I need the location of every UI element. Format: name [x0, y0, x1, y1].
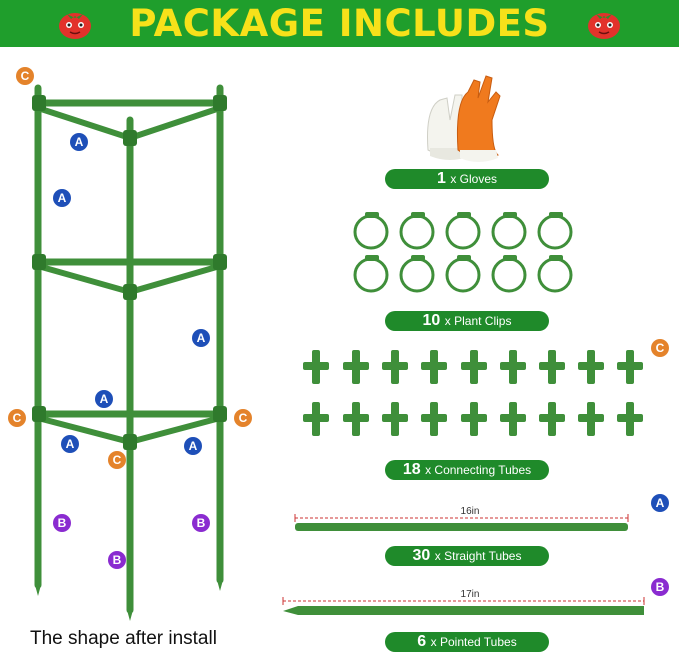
part-badge-b: B — [108, 551, 126, 569]
part-badge-b: B — [192, 514, 210, 532]
item-label: x Pointed Tubes — [430, 635, 517, 649]
item-qty: 30 — [412, 547, 431, 564]
plant-clips-icon — [353, 214, 573, 293]
gloves-icon — [427, 75, 501, 162]
item-qty: 6 — [417, 633, 427, 650]
item-qty: 18 — [402, 461, 421, 478]
part-badge-a: A — [70, 133, 88, 151]
item-pill-gloves: 1 x Gloves — [385, 169, 549, 189]
item-pill-connecting-tubes: 18 x Connecting Tubes — [385, 460, 549, 480]
part-badge-a: A — [53, 189, 71, 207]
part-badge-a: A — [651, 494, 669, 512]
item-pill-pointed-tubes: 6 x Pointed Tubes — [385, 632, 549, 652]
part-badge-a: A — [95, 390, 113, 408]
tomato-mascot-icon — [59, 13, 91, 39]
tomato-mascot-icon — [588, 13, 620, 39]
part-badge-c: C — [651, 339, 669, 357]
part-badge-b: B — [53, 514, 71, 532]
part-badge-c: C — [108, 451, 126, 469]
straight-tube-icon — [294, 514, 629, 531]
item-label: x Straight Tubes — [434, 549, 522, 563]
part-badge-a: A — [61, 435, 79, 453]
pointed-tube-icon — [282, 597, 645, 615]
part-badge-c: C — [8, 409, 26, 427]
item-label: x Connecting Tubes — [425, 463, 532, 477]
install-caption: The shape after install — [30, 628, 217, 649]
item-qty: 10 — [422, 312, 441, 329]
part-badge-c: C — [234, 409, 252, 427]
part-badge-a: A — [192, 329, 210, 347]
part-badge-c: C — [16, 67, 34, 85]
item-qty: 1 — [436, 170, 446, 187]
straight-tube-length: 16in — [460, 506, 480, 517]
part-badge-a: A — [184, 437, 202, 455]
page-title: PACKAGE INCLUDES — [129, 2, 550, 45]
item-label: x Gloves — [450, 172, 498, 186]
part-badge-b: B — [651, 578, 669, 596]
item-pill-plant-clips: 10 x Plant Clips — [385, 311, 549, 331]
connecting-tubes-icon — [303, 350, 643, 436]
item-label: x Plant Clips — [444, 314, 512, 328]
header-banner — [0, 0, 679, 47]
pointed-tube-length: 17in — [460, 589, 480, 600]
item-pill-straight-tubes: 30 x Straight Tubes — [385, 546, 549, 566]
